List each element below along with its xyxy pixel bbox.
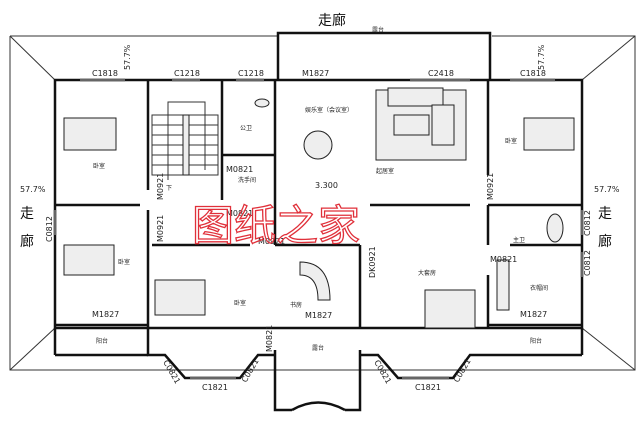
opening-label: C0812 bbox=[45, 216, 54, 242]
room-balcony-e: 阳台 bbox=[530, 337, 542, 345]
stair-down-label: 下 bbox=[166, 185, 172, 192]
room-master-bath: 主卫 bbox=[513, 236, 525, 244]
room-master-suite: 大套房 bbox=[418, 269, 436, 277]
top-terrace-walls bbox=[276, 31, 492, 80]
opening-label: C2418 bbox=[428, 69, 454, 78]
opening-label: M0921 bbox=[486, 173, 495, 200]
opening-label: M0821 bbox=[265, 325, 274, 352]
opening-label: C0821 bbox=[372, 359, 393, 386]
opening-label: C1218 bbox=[238, 69, 264, 78]
opening-label: C1818 bbox=[92, 69, 118, 78]
sofa-icon bbox=[431, 104, 455, 146]
opening-label: M0821 bbox=[226, 165, 253, 174]
corridor-left-label-2: 廊 bbox=[20, 233, 34, 250]
elevation-label: 3.300 bbox=[315, 181, 338, 190]
staircase bbox=[151, 101, 219, 180]
opening-label: M1827 bbox=[305, 311, 332, 320]
room-bedroom-ne: 卧室 bbox=[505, 137, 517, 145]
corridor-top-label: 走廊 bbox=[318, 12, 346, 29]
exterior-walls bbox=[53, 78, 584, 412]
opening-label: C1818 bbox=[520, 69, 546, 78]
bed-icon bbox=[154, 279, 206, 316]
room-bedroom-sw: 卧室 bbox=[234, 299, 246, 307]
room-closet: 衣帽间 bbox=[530, 284, 548, 292]
sofa-icon bbox=[387, 87, 444, 107]
wardrobe-icon bbox=[496, 259, 510, 311]
opening-label: M1827 bbox=[92, 310, 119, 319]
room-terrace-top: 露台 bbox=[372, 26, 384, 34]
bed-icon bbox=[424, 289, 476, 329]
slope-left: 57.7% bbox=[20, 185, 46, 194]
opening-label: C0821 bbox=[452, 357, 473, 384]
corridor-left-label-1: 走 bbox=[20, 206, 34, 222]
bed-icon bbox=[63, 117, 117, 151]
toilet-icon bbox=[254, 98, 270, 108]
room-entertainment: 娱乐室（会议室） bbox=[305, 106, 353, 114]
opening-label: M0821 bbox=[490, 255, 517, 264]
opening-label: M0921 bbox=[156, 215, 165, 242]
room-public-bath: 公卫 bbox=[240, 125, 252, 132]
table-icon bbox=[393, 114, 430, 136]
opening-label: C1218 bbox=[174, 69, 200, 78]
study-desk-icon bbox=[299, 261, 331, 301]
roof-outline bbox=[9, 35, 636, 371]
corridor-right-label-1: 走 bbox=[598, 206, 612, 222]
furniture bbox=[63, 87, 575, 329]
opening-label: C1821 bbox=[415, 383, 441, 392]
opening-label: C1821 bbox=[202, 383, 228, 392]
corridor-right-label-2: 廊 bbox=[598, 233, 612, 250]
room-bedroom-w: 卧室 bbox=[118, 258, 130, 266]
opening-label: DK0921 bbox=[368, 246, 377, 278]
watermark: 图纸之家 bbox=[192, 201, 360, 250]
room-washroom: 洗手间 bbox=[238, 176, 256, 184]
slope-top-right: 57.7% bbox=[537, 44, 546, 70]
opening-label: M1827 bbox=[302, 69, 329, 78]
opening-label: C0812 bbox=[583, 210, 592, 236]
bed-icon bbox=[63, 244, 115, 276]
opening-label: C0821 bbox=[240, 357, 261, 384]
windows bbox=[53, 78, 584, 380]
room-terrace-s: 露台 bbox=[312, 344, 324, 352]
opening-label: M0821 bbox=[226, 209, 253, 218]
room-balcony-w: 阳台 bbox=[96, 337, 108, 345]
bed-icon bbox=[523, 117, 575, 151]
opening-label: C0812 bbox=[583, 250, 592, 276]
slope-top-left: 57.7% bbox=[123, 44, 132, 70]
dining-table-icon bbox=[303, 130, 333, 160]
opening-label: M1827 bbox=[520, 310, 547, 319]
slope-right: 57.7% bbox=[594, 185, 620, 194]
opening-label: M0921 bbox=[156, 173, 165, 200]
room-study: 书房 bbox=[290, 301, 302, 309]
room-living: 起居室 bbox=[376, 167, 394, 175]
opening-label: M0921 bbox=[258, 237, 285, 246]
bathtub-icon bbox=[546, 213, 564, 243]
room-bedroom-nw: 卧室 bbox=[93, 162, 105, 170]
